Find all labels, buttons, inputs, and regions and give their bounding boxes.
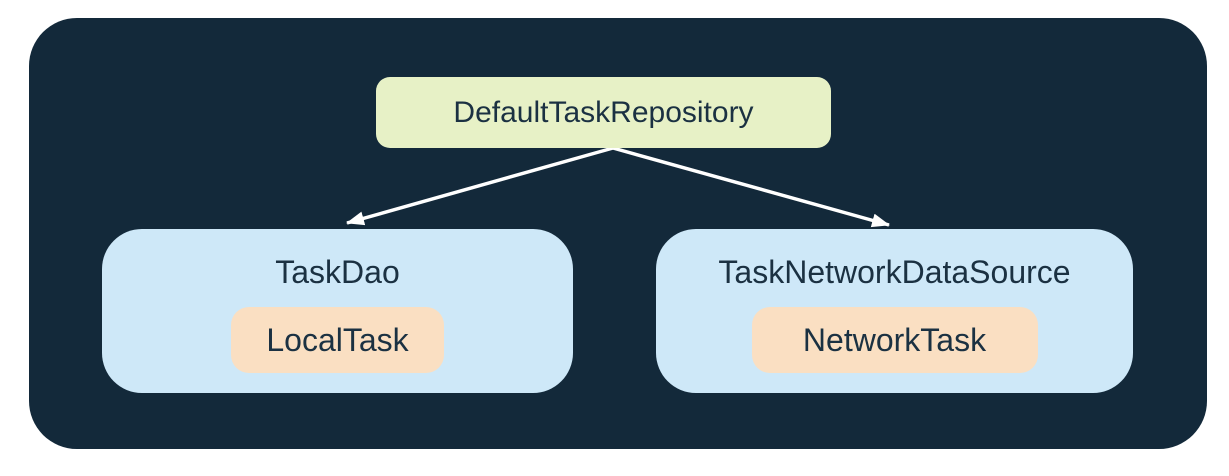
node-taskdao-title: TaskDao: [275, 254, 400, 290]
node-default-task-repository-label: DefaultTaskRepository: [453, 95, 754, 129]
node-taskdao: TaskDao LocalTask: [102, 229, 573, 393]
node-tasknetworkdatasource-title: TaskNetworkDataSource: [718, 254, 1071, 290]
node-tasknetworkdatasource: TaskNetworkDataSource NetworkTask: [656, 229, 1133, 393]
node-default-task-repository: DefaultTaskRepository: [376, 77, 831, 148]
chip-networktask: NetworkTask: [751, 307, 1038, 373]
chip-networktask-label: NetworkTask: [802, 321, 987, 358]
chip-localtask-label: LocalTask: [266, 321, 409, 358]
chip-localtask: LocalTask: [231, 307, 444, 373]
